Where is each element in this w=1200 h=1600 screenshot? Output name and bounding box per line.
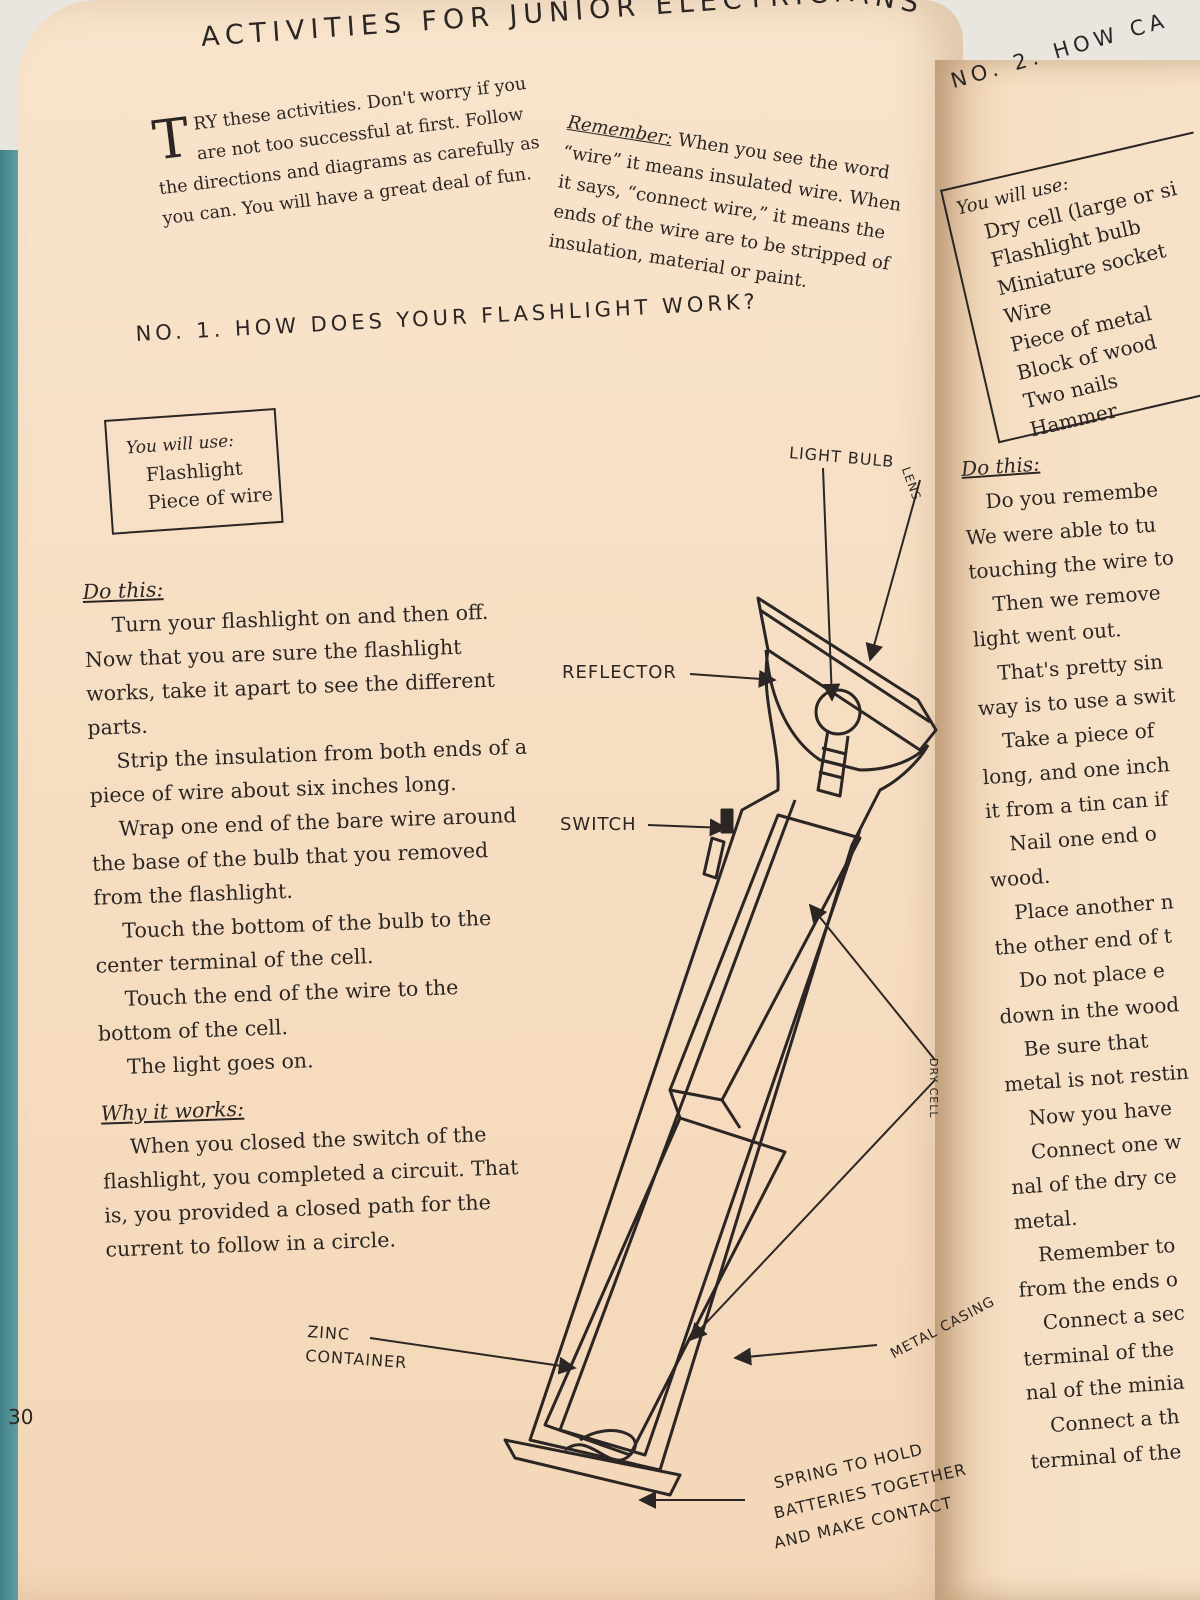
label-dry-cell: DRY CELL (927, 1058, 940, 1119)
page-number: 30 (8, 1405, 34, 1429)
left-page (18, 0, 963, 1600)
label-switch: SWITCH (560, 814, 637, 835)
flashlight-casing (528, 649, 930, 1472)
flashlight-lens-rim (756, 596, 938, 752)
flashlight-base (503, 1438, 682, 1497)
right-page (935, 60, 1200, 1600)
label-reflector: REFLECTOR (562, 662, 677, 683)
reflector-shape (764, 649, 930, 772)
label-zinc: ZINC (306, 1322, 351, 1344)
spring (564, 1429, 637, 1462)
